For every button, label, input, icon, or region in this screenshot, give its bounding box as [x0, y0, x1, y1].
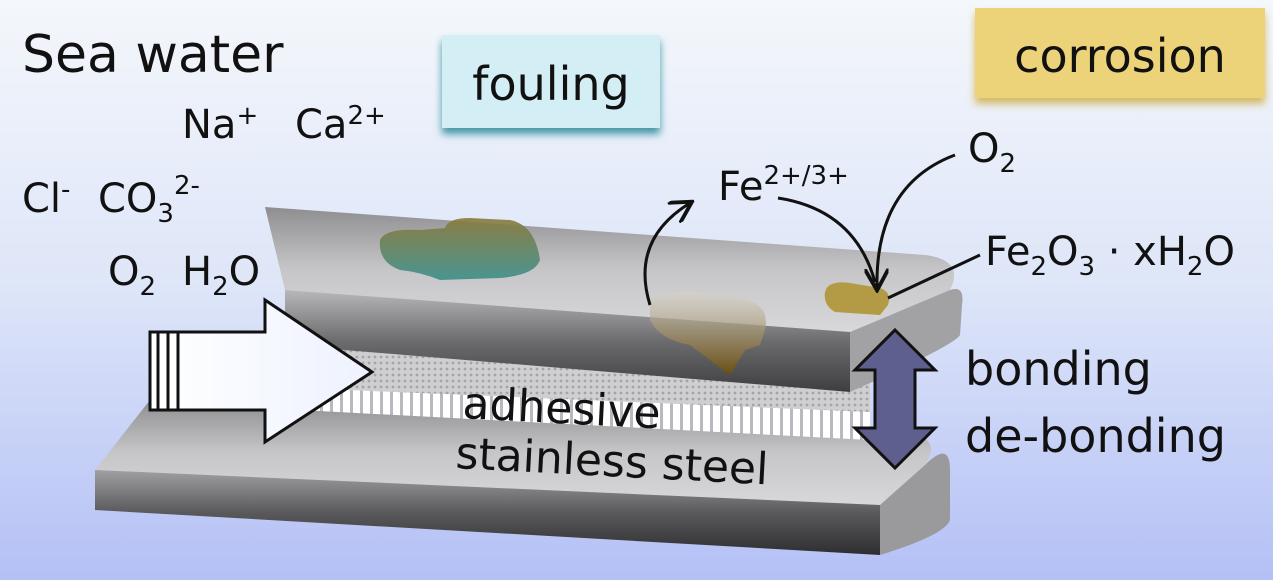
ion-co3: CO32-	[98, 171, 200, 229]
rust-formula: Fe2O3 · xH2O	[985, 229, 1235, 282]
molecule-o2: O2	[108, 249, 156, 302]
bonding-double-arrow	[851, 327, 939, 471]
sea-water-title: Sea water	[22, 25, 284, 85]
fe-ion-label: Fe2+/3+	[718, 161, 849, 210]
bonding-label: bonding	[965, 342, 1152, 396]
corrosion-box	[975, 8, 1265, 98]
corrosion-label: corrosion	[1014, 29, 1226, 83]
adhesive-label: adhesive	[461, 378, 662, 439]
ion-ca: Ca2+	[295, 101, 386, 148]
adhesive-layer	[300, 345, 870, 440]
fe-release-arrow	[643, 203, 690, 306]
debonding-label: de-bonding	[965, 409, 1226, 463]
fouling-box	[442, 35, 660, 128]
ion-cl: Cl-	[22, 175, 70, 222]
fe-to-rust-arrow	[777, 196, 877, 283]
fouling-label: fouling	[472, 57, 629, 111]
fouling-patch	[379, 218, 540, 280]
rust-leader-line	[887, 253, 981, 300]
o2-to-rust-arrow	[877, 153, 956, 288]
molecule-h2o: H2O	[182, 249, 260, 302]
flow-arrow	[148, 297, 375, 445]
ion-na: Na+	[182, 101, 258, 148]
corrosion-pit	[650, 291, 766, 375]
o2-label: O2	[968, 126, 1016, 179]
